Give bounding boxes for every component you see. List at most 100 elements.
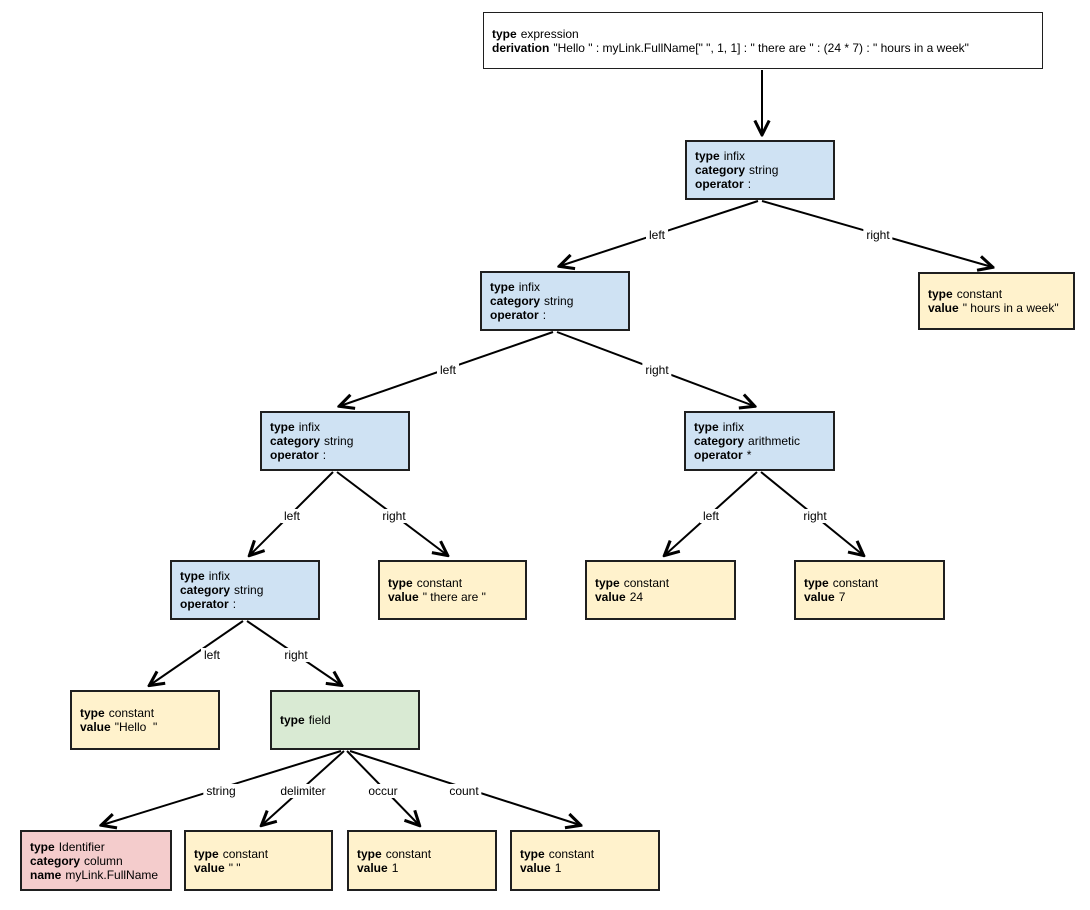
field-key: value	[194, 860, 225, 875]
field-key: type	[804, 576, 829, 590]
field-value: string	[749, 163, 779, 177]
field-key: value	[595, 590, 626, 604]
field-key: operator	[270, 448, 319, 462]
edge-label-string4-right: right	[281, 648, 311, 662]
edge-label-field-string: string	[203, 784, 239, 798]
edge-label-string3-left: left	[280, 509, 304, 523]
field-key: value	[357, 860, 388, 875]
edge-label-arith-left: left	[699, 509, 723, 523]
field-key: type	[520, 846, 545, 861]
field-value: constant	[548, 846, 595, 861]
field-key: type	[694, 420, 719, 434]
field-key: type	[357, 846, 382, 861]
field-value: expression	[520, 26, 579, 41]
edge-label-string3-right: right	[379, 509, 409, 523]
field-value: 1	[391, 860, 399, 875]
field-key: type	[80, 706, 105, 720]
field-value: field	[308, 713, 331, 727]
edge-label-field-count: count	[446, 784, 482, 798]
field-value: 1	[554, 860, 562, 875]
field-key: value	[804, 590, 835, 604]
field-key: value	[80, 720, 111, 734]
field-value: infix	[518, 280, 541, 294]
field-key: value	[928, 301, 959, 315]
field-key: value	[520, 860, 551, 875]
field-value: "Hello "	[114, 720, 158, 734]
field-value: constant	[623, 576, 670, 590]
field-key: type	[490, 280, 515, 294]
edge-label-root-right: right	[863, 228, 893, 242]
field-key: category	[490, 294, 541, 308]
field-value: myLink.FullName	[65, 867, 159, 882]
field-key: value	[388, 590, 419, 604]
field-key: type	[280, 713, 305, 727]
field-key: operator	[180, 597, 229, 611]
field-value: :	[542, 308, 547, 322]
field-value: constant	[416, 576, 463, 590]
field-value: constant	[108, 706, 155, 720]
edge-label-string2-right: right	[642, 363, 672, 377]
field-key: operator	[490, 308, 539, 322]
field-key: type	[928, 287, 953, 301]
edge-label-root-left: left	[645, 228, 669, 242]
field-key: operator	[695, 177, 744, 191]
field-value: constant	[832, 576, 879, 590]
edge-label-string4-left: left	[200, 648, 224, 662]
edge-label-arith-right: right	[800, 509, 830, 523]
field-key: type	[180, 569, 205, 583]
field-value: " "	[228, 860, 241, 875]
field-key: category	[30, 853, 81, 868]
field-value: :	[322, 448, 327, 462]
field-key: type	[492, 26, 517, 41]
edge-string4-left	[150, 620, 244, 685]
field-key: type	[194, 846, 219, 861]
field-value: Identifier	[58, 839, 105, 854]
field-value: infix	[722, 420, 745, 434]
field-value: constant	[385, 846, 432, 861]
field-value: *	[746, 448, 752, 462]
field-value: 7	[838, 590, 846, 604]
field-key: category	[270, 434, 321, 448]
field-value: arithmetic	[748, 434, 801, 448]
field-key: derivation	[492, 40, 550, 55]
field-value: " hours in a week"	[962, 301, 1059, 315]
field-value: constant	[956, 287, 1003, 301]
field-key: type	[388, 576, 413, 590]
field-value: column	[84, 853, 123, 868]
field-key: type	[595, 576, 620, 590]
field-value: infix	[208, 569, 231, 583]
field-key: category	[695, 163, 746, 177]
field-value: "Hello " : myLink.FullName[" ", 1, 1] : …	[553, 40, 969, 55]
field-key: type	[270, 420, 295, 434]
field-value: 24	[629, 590, 644, 604]
field-value: infix	[723, 149, 746, 163]
field-key: operator	[694, 448, 743, 462]
edge-label-field-delimiter: delimiter	[277, 784, 329, 798]
field-value: :	[232, 597, 237, 611]
field-key: category	[180, 583, 231, 597]
field-value: " there are "	[422, 590, 486, 604]
field-value: constant	[222, 846, 269, 861]
field-value: :	[747, 177, 752, 191]
edge-label-field-occur: occur	[365, 784, 401, 798]
field-key: type	[695, 149, 720, 163]
field-key: category	[694, 434, 745, 448]
